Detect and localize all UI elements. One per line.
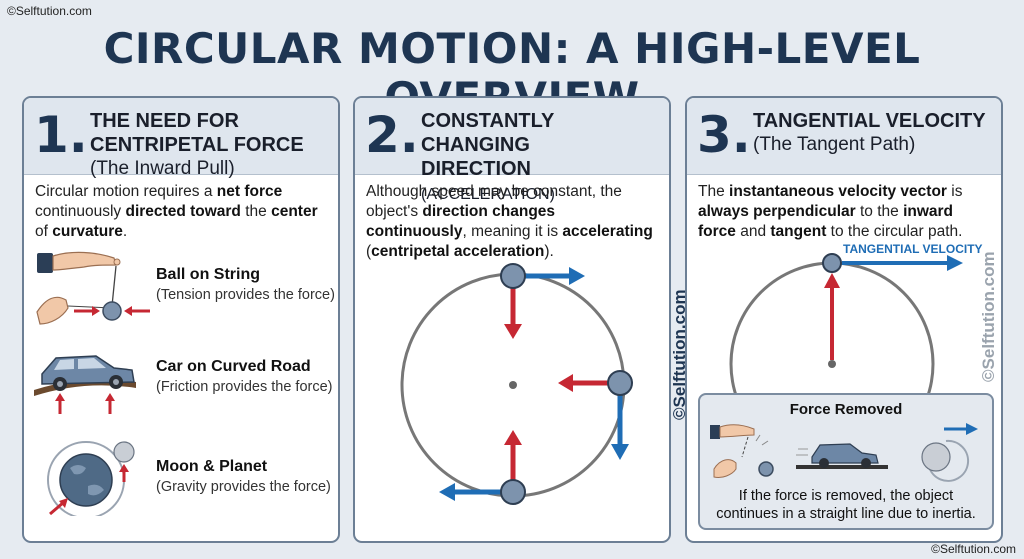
tangential-velocity-label: TANGENTIAL VELOCITY [843, 242, 983, 256]
panel-header: 3. TANGENTIAL VELOCITY (The Tangent Path… [687, 98, 1001, 175]
example-ball-on-string: Ball on String (Tension provides the for… [24, 248, 338, 325]
title-line: THE NEED FOR [90, 110, 239, 132]
orbiting-object [500, 479, 526, 505]
example-title: Moon & Planet [156, 458, 268, 475]
panel-subtitle: (The Inward Pull) [90, 158, 235, 179]
center-point [828, 360, 836, 368]
title-line: CENTRIPETAL FORCE [90, 134, 304, 156]
panel-subtitle: (The Tangent Path) [753, 134, 916, 155]
force-removed-text: If the force is removed, the object cont… [716, 488, 976, 522]
hand-ball-string-icon [36, 251, 150, 325]
example-title: Ball on String [156, 266, 260, 283]
panel-centripetal-force: 1. THE NEED FOR CENTRIPETAL FORCE (The I… [22, 96, 340, 543]
panel-title: TANGENTIAL VELOCITY (The Tangent Path) [753, 109, 995, 157]
panel-description: The instantaneous velocity vector is alw… [698, 183, 963, 240]
panel-description: Circular motion requires a net force con… [35, 183, 318, 240]
title-line: TANGENTIAL VELOCITY [753, 110, 986, 132]
orbiting-object [500, 263, 526, 289]
force-removed-box: Force Removed If the force is removed, t… [698, 393, 994, 530]
example-title: Car on Curved Road [156, 358, 311, 375]
panel-number: 3. [697, 106, 751, 164]
watermark-vertical: ©Selftution.com [979, 251, 998, 382]
sleeve [710, 425, 720, 439]
panel-title: THE NEED FOR CENTRIPETAL FORCE (The Inwa… [90, 109, 332, 181]
panel-changing-direction: 2. CONSTANTLY CHANGING DIRECTION (ACCELE… [353, 96, 671, 543]
center-point [509, 381, 517, 389]
panel-header: 2. CONSTANTLY CHANGING DIRECTION (ACCELE… [355, 98, 669, 203]
panel-number: 2. [365, 106, 419, 164]
panel-description: Although speed may be constant, the obje… [366, 183, 653, 260]
credit-top: ©Selftution.com [7, 4, 92, 18]
example-subtitle: (Tension provides the force) [156, 287, 335, 303]
watermark-vertical: ©Selftution.com [670, 289, 689, 420]
title-line: DIRECTION (ACCELERATION) [421, 158, 555, 203]
moon-planet-icon [47, 441, 135, 516]
force-removed-illustration [710, 423, 978, 482]
example-moon-planet: Moon & Planet (Gravity provides the forc… [24, 436, 338, 516]
panel-title: CONSTANTLY CHANGING DIRECTION (ACCELERAT… [421, 109, 663, 207]
circular-motion-diagram [400, 263, 633, 505]
example-subtitle: (Friction provides the force) [156, 379, 333, 395]
panel-number: 1. [34, 106, 88, 164]
orbiting-object [607, 370, 633, 396]
car-curved-road-icon [34, 355, 136, 414]
panel-header: 1. THE NEED FOR CENTRIPETAL FORCE (The I… [24, 98, 338, 179]
title-line: CONSTANTLY CHANGING [421, 110, 554, 156]
orbiting-object [822, 253, 842, 273]
example-car-curved-road: Car on Curved Road (Friction provides th… [24, 342, 338, 414]
credit-bottom: ©Selftution.com [931, 542, 1016, 556]
example-subtitle: (Gravity provides the force) [156, 479, 331, 495]
force-removed-title: Force Removed [789, 401, 903, 418]
